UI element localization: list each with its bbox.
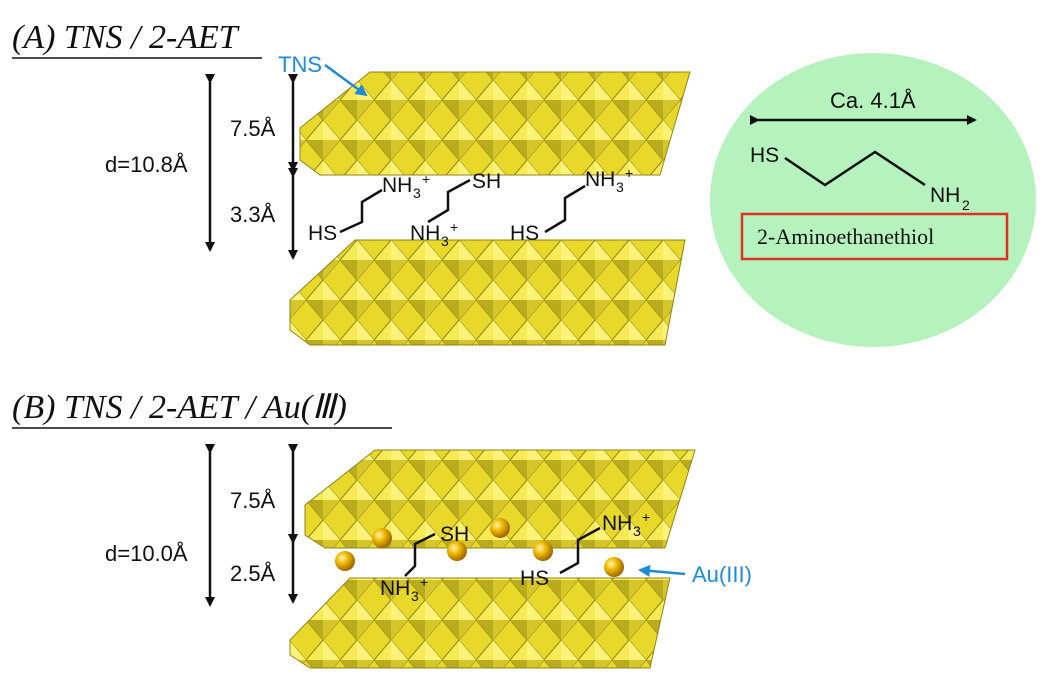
molecule-a3: HS NH 3 + [510,165,633,245]
au-particle [335,551,355,571]
molecule-b1: SH NH 3 + [380,523,469,604]
d-spacing-label-a: d=10.8Å [105,152,188,177]
panel-b-title: (B) TNS / 2-AET / Au(Ⅲ) [12,389,347,426]
svg-text:HS: HS [520,567,549,590]
tns-pointer-arrow [324,63,368,97]
tns-layer-b-bottom [289,577,671,669]
inset-hs: HS [750,144,779,167]
name-box [740,212,1009,261]
svg-text:3: 3 [616,179,624,195]
svg-text:NH: NH [380,577,410,600]
svg-text:+: + [642,509,650,525]
svg-text:+: + [422,171,430,187]
svg-text:+: + [450,219,458,235]
inset-ellipse [710,53,1036,347]
molecule-a2: SH NH 3 + [410,170,501,249]
au-particle [372,528,392,548]
au-particles [335,518,624,577]
tns-layer-b-top [304,449,696,549]
gallery-label-a: 3.3Å [230,202,276,227]
tns-layer-a-bottom [289,239,686,346]
layer-thickness-label-a: 7.5Å [230,116,276,141]
molecule-a1: HS NH 3 + [308,171,430,245]
tns-label: TNS [278,52,322,77]
layer-thickness-label-b: 7.5Å [230,488,276,513]
tns-layer-a-top [299,71,691,176]
svg-text:NH: NH [382,174,412,197]
au-particle [533,541,553,561]
svg-text:NH: NH [410,222,440,245]
svg-text:NH: NH [585,168,615,191]
au-particle [447,541,467,561]
inset-nh-sub: 2 [962,197,970,213]
svg-text:3: 3 [411,588,419,604]
svg-text:HS: HS [510,222,539,245]
inset-nh: NH [930,184,960,207]
panel-a-title: (A) TNS / 2-AET [12,19,240,56]
svg-text:+: + [420,574,428,590]
svg-text:SH: SH [472,170,501,193]
au-particle [490,518,510,538]
length-label: Ca. 4.1Å [830,88,916,113]
svg-text:3: 3 [441,233,449,249]
d-spacing-label-b: d=10.0Å [105,541,188,566]
au-label: Au(III) [692,562,752,587]
au-particle [604,557,624,577]
molecule-name: 2-Aminoethanethiol [757,224,934,249]
svg-text:NH: NH [602,512,632,535]
svg-text:3: 3 [413,185,421,201]
svg-text:HS: HS [308,222,337,245]
svg-text:SH: SH [440,523,469,546]
svg-text:3: 3 [633,523,641,539]
aet-skeleton [784,150,926,187]
gallery-label-b: 2.5Å [230,561,276,586]
molecule-b2: HS NH 3 + [520,509,650,590]
aet-inset: Ca. 4.1Å HS NH 2 2-Aminoethanethiol [710,53,1036,347]
svg-text:+: + [625,165,633,181]
au-pointer-arrow [638,564,686,577]
